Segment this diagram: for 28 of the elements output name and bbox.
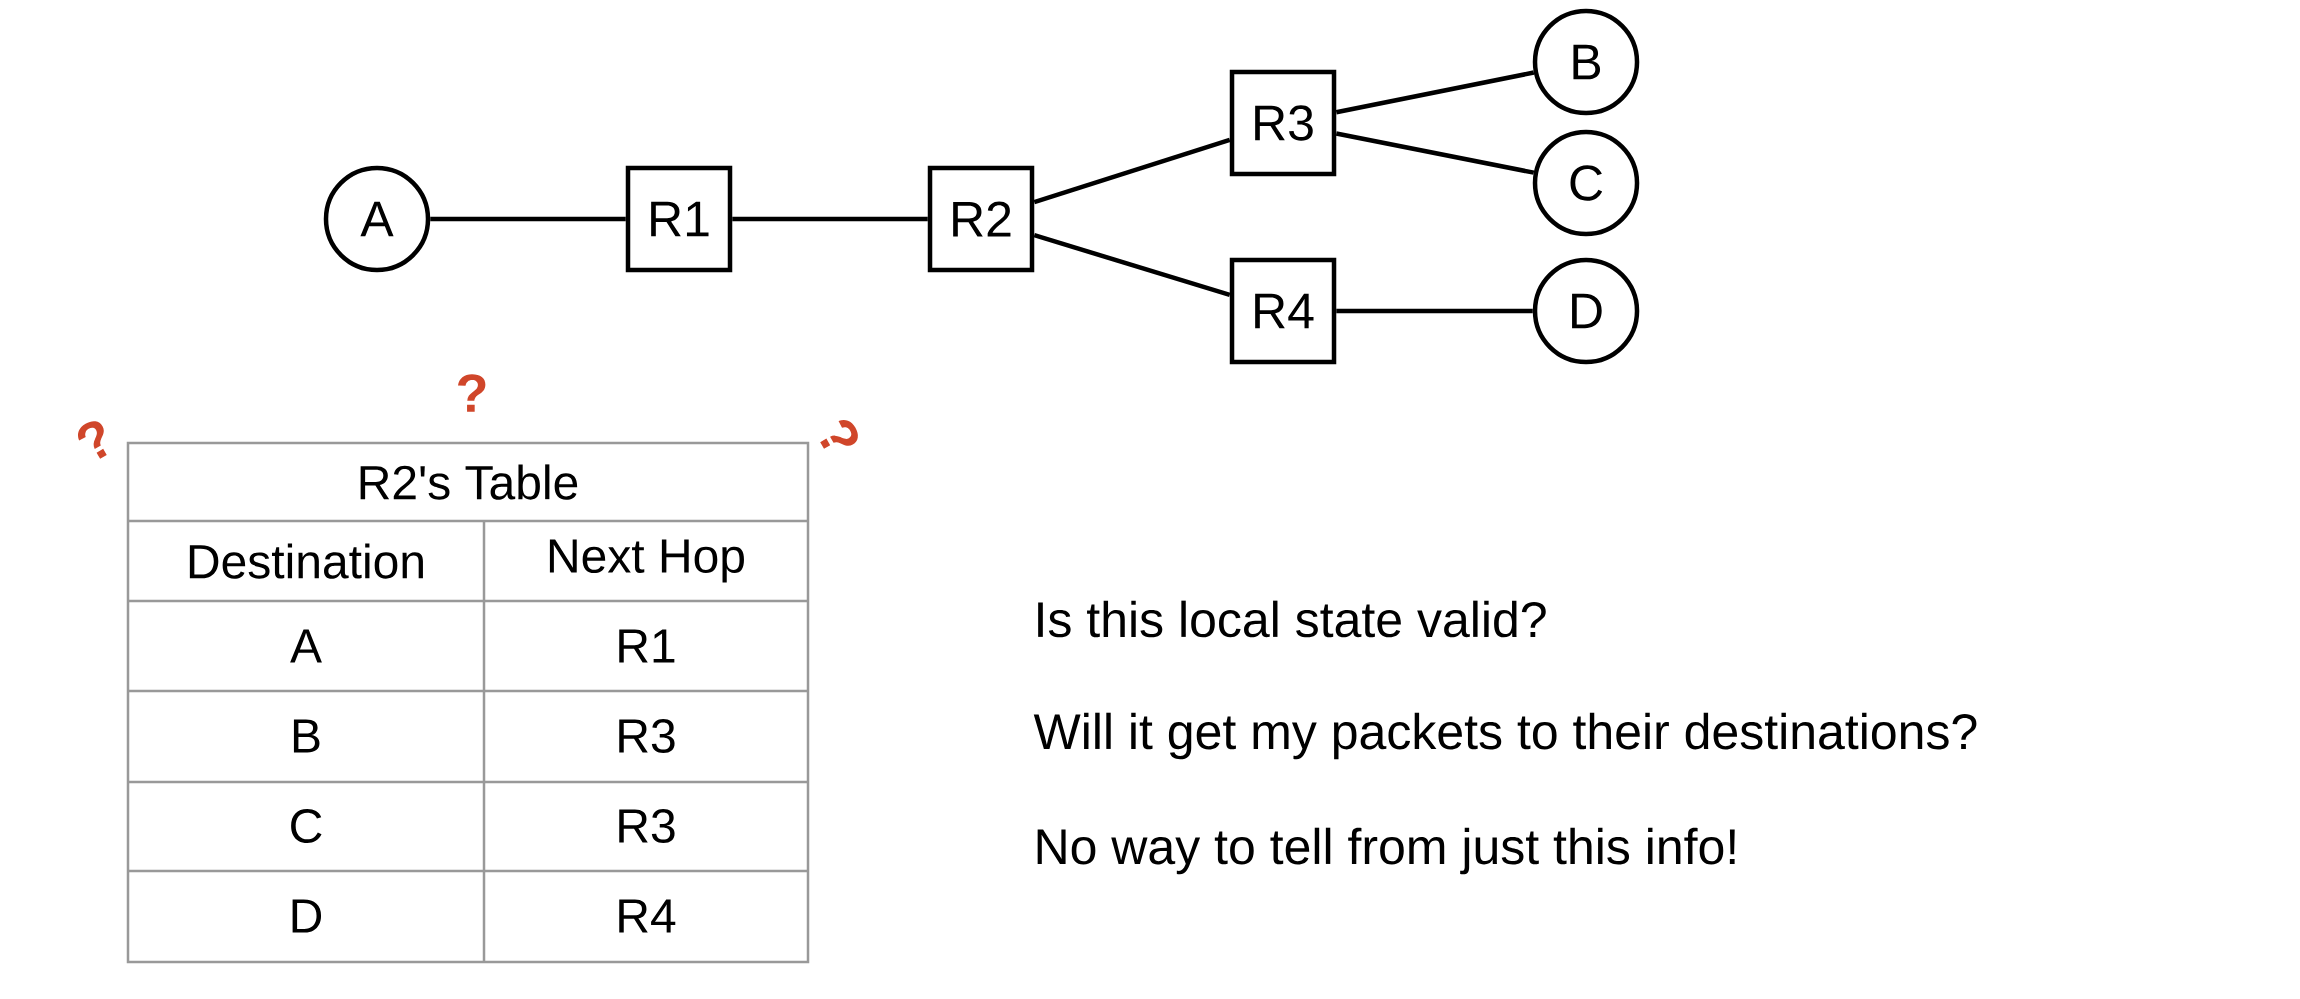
question-mark: ? <box>458 374 486 412</box>
link-line <box>1335 131 1535 175</box>
table-cell: R3 <box>619 809 675 843</box>
link-line <box>1033 233 1231 297</box>
table-cell: R3 <box>619 719 675 753</box>
table-cell: C <box>291 809 322 843</box>
router-box: R1 <box>625 165 733 273</box>
table-title: R2's Table <box>360 464 578 500</box>
router-box: R2 <box>927 165 1035 273</box>
link-line <box>1336 308 1533 314</box>
column-header: Destination <box>189 543 423 579</box>
router-box: R3 <box>1229 69 1337 177</box>
question-text: No way to tell from just this info! <box>1037 827 1735 875</box>
link-line <box>732 216 928 222</box>
table-cell: D <box>292 899 322 933</box>
router-box: R4 <box>1229 257 1337 365</box>
table-cell: R1 <box>619 629 675 663</box>
link-line <box>1335 70 1535 115</box>
table-cell: B <box>293 719 320 753</box>
question-text: Is this local state valid? <box>1038 600 1546 638</box>
question-mark: ? <box>820 420 858 449</box>
table-cell: R4 <box>619 899 676 933</box>
column-header: Next Hop <box>549 539 744 583</box>
link-line <box>1033 137 1231 205</box>
question-text: Will it get my packets to their destinations? <box>1033 712 1977 760</box>
table-cell: A <box>290 629 322 663</box>
link-line <box>430 216 626 222</box>
question-mark: ? <box>77 421 107 459</box>
